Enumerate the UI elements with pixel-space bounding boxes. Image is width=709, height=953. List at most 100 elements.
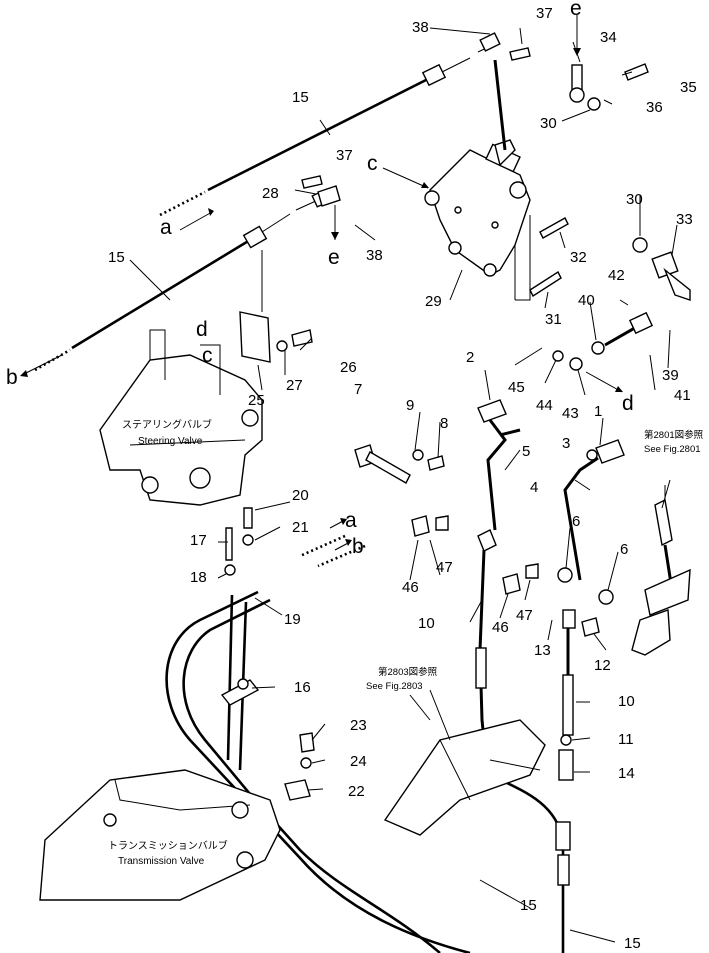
transmission-valve-label-en: Transmission Valve bbox=[118, 856, 205, 867]
pin-37-mid bbox=[301, 175, 323, 189]
transmission-valve-label-jp: トランスミッションバルブ bbox=[108, 839, 228, 852]
bolt-26 bbox=[291, 329, 313, 347]
pin-37-top bbox=[509, 47, 531, 61]
letter-d-right: d bbox=[622, 392, 634, 415]
pedal-cable bbox=[479, 768, 571, 953]
part-number-36: 36 bbox=[646, 99, 663, 116]
part-number-32: 32 bbox=[570, 249, 587, 266]
part-number-8: 8 bbox=[440, 415, 448, 432]
part-number-19: 19 bbox=[284, 611, 301, 628]
part-number-11: 11 bbox=[618, 731, 634, 748]
bolt-31 bbox=[529, 270, 562, 298]
part-number-46-a: 46 bbox=[402, 579, 419, 596]
washer-27 bbox=[276, 340, 288, 352]
arm-34 bbox=[569, 64, 601, 111]
letter-d-valve: d bbox=[196, 318, 208, 341]
part-number-7: 7 bbox=[354, 381, 362, 398]
part-number-5: 5 bbox=[522, 443, 530, 460]
part-number-43: 43 bbox=[562, 405, 579, 422]
part-number-16: 16 bbox=[294, 679, 311, 696]
part-number-13: 13 bbox=[534, 642, 551, 659]
collar-6-a bbox=[557, 567, 573, 583]
lever-33 bbox=[632, 237, 691, 301]
part-number-1: 1 bbox=[594, 403, 602, 420]
collar-6-b bbox=[598, 589, 614, 605]
direction-arrows bbox=[20, 15, 623, 721]
letter-e-top: e bbox=[570, 0, 582, 20]
part-number-21: 21 bbox=[292, 519, 309, 536]
letter-a-right: a bbox=[345, 509, 357, 532]
part-number-20: 20 bbox=[292, 487, 309, 504]
part-number-14: 14 bbox=[618, 765, 635, 782]
letter-c-valve: c bbox=[202, 344, 213, 367]
part-number-45: 45 bbox=[508, 379, 525, 396]
washer-18 bbox=[224, 564, 236, 576]
part-number-33: 33 bbox=[676, 211, 693, 228]
clamp-22 bbox=[284, 779, 311, 801]
transmission-valve bbox=[39, 769, 281, 901]
bolt-23 bbox=[299, 732, 315, 753]
fig2803-note-jp: 第2803図参照 bbox=[378, 666, 438, 678]
bolt-46-b bbox=[502, 573, 521, 595]
part-number-4: 4 bbox=[530, 479, 538, 496]
fig2801-assembly bbox=[631, 485, 691, 656]
part-number-39: 39 bbox=[662, 367, 679, 384]
part-number-23: 23 bbox=[350, 717, 367, 734]
part-number-30-top: 30 bbox=[540, 115, 557, 132]
part-number-3: 3 bbox=[562, 435, 570, 452]
letter-b-left: b bbox=[6, 366, 18, 389]
bracket-assembly bbox=[424, 59, 531, 301]
part-number-30-right: 30 bbox=[626, 191, 643, 208]
part-number-15-bottom: 15 bbox=[520, 897, 537, 914]
letter-a-left: a bbox=[160, 216, 172, 239]
part-number-41: 41 bbox=[674, 387, 691, 404]
bolt-46-a bbox=[411, 515, 430, 537]
clevis-28 bbox=[317, 185, 341, 207]
bolt-32 bbox=[539, 217, 569, 239]
part-number-15-right: 15 bbox=[624, 935, 641, 952]
part-number-37-mid: 37 bbox=[336, 147, 353, 164]
lever-16 bbox=[220, 678, 260, 706]
lever-1 bbox=[563, 439, 625, 581]
part-number-35: 35 bbox=[680, 79, 697, 96]
plate-25 bbox=[239, 250, 271, 363]
letter-e-mid: e bbox=[328, 246, 340, 269]
part-number-9: 9 bbox=[406, 397, 414, 414]
part-number-47-b: 47 bbox=[516, 607, 533, 624]
rod-10-left bbox=[475, 529, 497, 751]
fig2803-note-en: See Fig.2803 bbox=[366, 681, 423, 692]
part-number-31: 31 bbox=[545, 311, 562, 328]
fig2801-note-en: See Fig.2801 bbox=[644, 444, 701, 455]
part-number-6-b: 6 bbox=[620, 541, 628, 558]
part-number-10-left: 10 bbox=[418, 615, 435, 632]
steering-valve-label-en: Steering Valve bbox=[138, 436, 203, 447]
steering-valve bbox=[99, 329, 263, 506]
part-number-28: 28 bbox=[262, 185, 279, 202]
part-number-38-mid: 38 bbox=[366, 247, 383, 264]
bolt-12 bbox=[581, 617, 600, 637]
part-number-10-right: 10 bbox=[618, 693, 635, 710]
part-number-40: 40 bbox=[578, 292, 595, 309]
part-number-34: 34 bbox=[600, 29, 617, 46]
part-number-17: 17 bbox=[190, 532, 207, 549]
bolt-17 bbox=[225, 527, 233, 561]
lever-2 bbox=[477, 399, 521, 531]
part-number-42: 42 bbox=[608, 267, 625, 284]
clevis-39 bbox=[552, 311, 654, 371]
part-number-15-left: 15 bbox=[108, 249, 125, 266]
nut-47-b bbox=[525, 563, 539, 579]
fig2803-pedal bbox=[383, 719, 546, 836]
upper-cable bbox=[159, 32, 501, 217]
part-number-22: 22 bbox=[348, 783, 365, 800]
letter-c-top: c bbox=[367, 152, 378, 175]
washer-21 bbox=[242, 534, 254, 546]
part-number-44: 44 bbox=[536, 397, 553, 414]
long-cables bbox=[165, 534, 471, 953]
part-number-12: 12 bbox=[594, 657, 611, 674]
washer-24 bbox=[300, 757, 312, 769]
part-number-29: 29 bbox=[425, 293, 442, 310]
bolt-20 bbox=[243, 507, 253, 529]
bolt-35 bbox=[624, 63, 649, 81]
part-number-37-top: 37 bbox=[536, 5, 553, 22]
part-number-25: 25 bbox=[248, 392, 265, 409]
